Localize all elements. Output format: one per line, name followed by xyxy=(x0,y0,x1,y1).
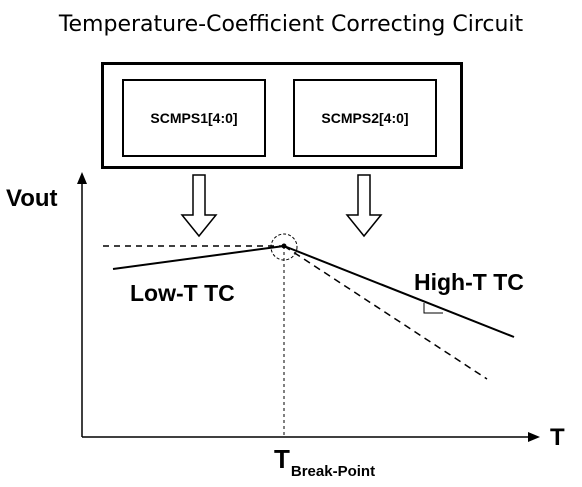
break-point-dot xyxy=(281,243,287,249)
low-t-tc-label: Low-T TC xyxy=(130,280,235,306)
high-t-tc-segment xyxy=(283,245,515,338)
y-axis-arrowhead xyxy=(77,172,87,184)
low-t-tc-segment xyxy=(112,245,285,270)
high-t-tc-label: High-T TC xyxy=(414,269,524,295)
break-point-label: TBreak-Point xyxy=(274,444,375,480)
scmps1-control-arrow xyxy=(180,174,218,238)
x-axis-label: T xyxy=(550,424,565,451)
uncorrected-slope-dashed-line xyxy=(283,245,488,380)
scmps2-register-box: SCMPS2[4:0] xyxy=(293,79,437,157)
y-axis-label: Vout xyxy=(6,185,58,212)
break-point-label-subscript: Break-Point xyxy=(290,463,376,480)
diagram-title: Temperature-Coefficient Correcting Circu… xyxy=(58,12,524,37)
scmps2-control-arrow xyxy=(345,174,383,238)
slope-indicator xyxy=(423,303,443,314)
break-point-circle xyxy=(270,233,298,261)
x-axis-arrowhead xyxy=(528,432,540,442)
break-point-label-main: T xyxy=(274,444,290,474)
scmps1-register-box: SCMPS1[4:0] xyxy=(122,79,266,157)
